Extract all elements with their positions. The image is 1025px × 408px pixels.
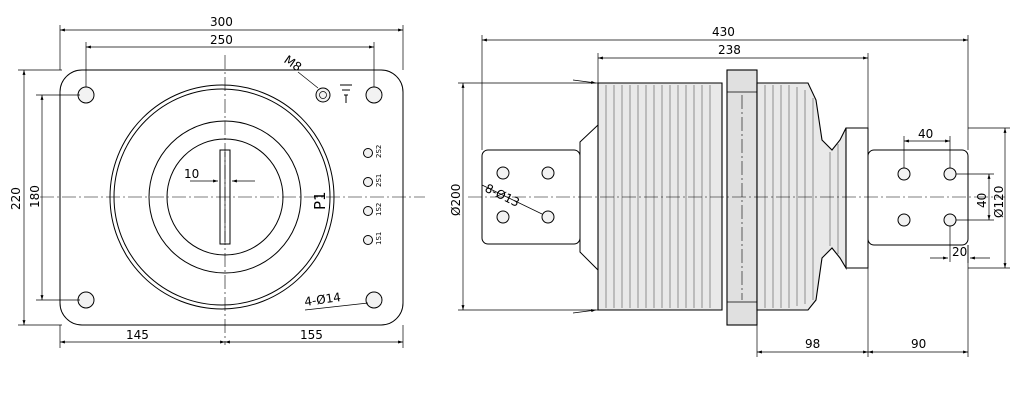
left-plate-hole-2 [541,166,555,180]
right-body [756,82,847,311]
left-plate-hole-3 [496,210,510,224]
right-plate-hole-2 [943,167,957,181]
mounting-hole-bottom-left [77,291,95,309]
dim-20-label: 20 [952,245,967,259]
terminal-label-4: 1S1 [375,232,383,245]
slot-dim-label: 10 [184,167,199,181]
dim-200-label: Ø200 [449,184,463,216]
terminal-1 [363,148,373,158]
right-terminal-plate [867,149,969,246]
body-ribs [605,85,711,308]
inner-ring [166,138,284,256]
ground-bolt [315,87,331,103]
terminal-label-3: 1S2 [375,203,383,216]
front-view: 10 M8 2S2 2S1 1S2 1S1 P1 [9,15,425,348]
dim-155-label: 155 [300,328,323,342]
terminal-4 [363,235,373,245]
dim-300-label: 300 [210,15,233,29]
body-bottom-leader [572,309,597,314]
middle-ring [148,120,302,274]
right-terminal-block [845,127,869,269]
outer-body-circle [109,84,335,310]
bolt-leader [297,71,319,89]
terminal-2 [363,177,373,187]
right-body-ribs [764,85,839,308]
mounting-hole-top-left [77,86,95,104]
dim-40h-label: 40 [918,127,933,141]
dim-180-label: 180 [28,185,42,208]
dim-220-label: 220 [9,187,23,210]
left-neck [579,123,599,272]
terminal-3 [363,206,373,216]
main-body [597,82,723,311]
dim-40v-label: 40 [975,193,989,208]
outer-body-circle-inner [113,88,331,306]
holes-label: 4-Ø14 [303,290,341,309]
ground-bolt-inner [319,91,327,99]
left-plate-hole-4 [541,210,555,224]
dim-238-label: 238 [718,43,741,57]
dim-90-label: 90 [911,337,926,351]
bolt-label: M8 [281,53,304,75]
side-view: 8-Ø13 [449,25,1010,357]
primary-label: P1 [311,191,329,210]
dim-98-label: 98 [805,337,820,351]
dim-250-label: 250 [210,33,233,47]
terminal-holes-label: 8-Ø13 [483,181,522,210]
terminal-label-1: 2S2 [375,145,383,158]
dim-430-label: 430 [712,25,735,39]
ground-symbol-icon [340,84,352,103]
right-plate-hole-4 [943,213,957,227]
primary-bar [219,149,231,245]
right-plate-hole-1 [897,167,911,181]
mounting-plate [59,69,404,326]
mounting-hole-top-right [365,86,383,104]
dim-145-label: 145 [126,328,149,342]
right-plate-hole-3 [897,213,911,227]
terminal-holes-leader [481,184,543,215]
terminal-label-2: 2S1 [375,174,383,187]
mounting-hole-bottom-right [365,291,383,309]
holes-leader [304,302,369,311]
secondary-terminals: 2S2 2S1 1S2 1S1 [363,145,383,245]
dim-120-label: Ø120 [992,186,1006,218]
body-top-leader [572,79,597,84]
left-plate-hole-1 [496,166,510,180]
